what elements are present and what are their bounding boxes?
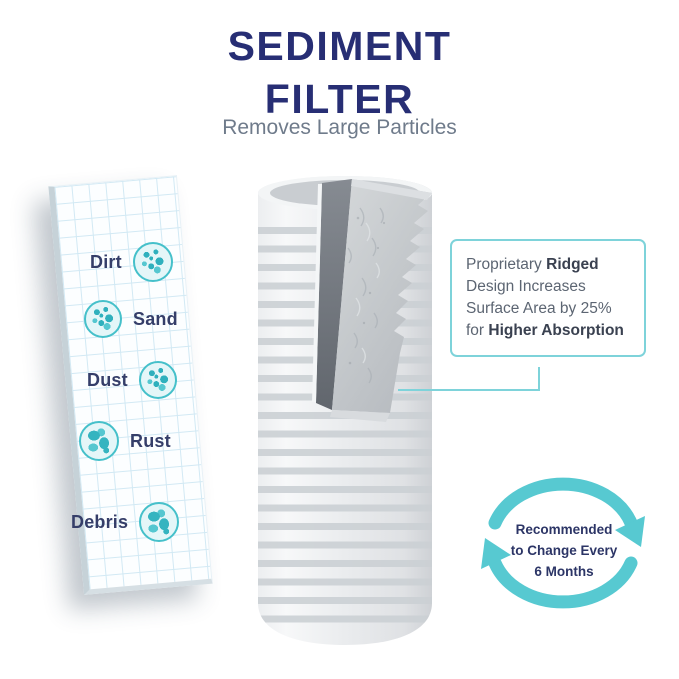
dirt-particles-icon xyxy=(132,242,173,282)
particle-label-rust: Rust xyxy=(130,430,171,451)
callout-connector-vertical xyxy=(538,367,540,391)
cycle-arrow-bottom xyxy=(488,556,638,609)
particle-label-dust: Dust xyxy=(87,369,128,390)
filter-inner-slot xyxy=(316,179,352,410)
particle-row-rust: Rust xyxy=(79,421,171,461)
page-subtitle: Removes Large Particles xyxy=(222,116,457,139)
cycle-arrows-icon xyxy=(481,477,645,609)
sediment-filter-cartridge xyxy=(258,176,432,645)
reminder-badge: Recommended to Change Every 6 Months xyxy=(493,520,635,583)
particle-row-dust: Dust xyxy=(87,361,177,399)
filter-fiber-slab xyxy=(330,179,432,422)
callout-box: Proprietary Ridged Design Increases Surf… xyxy=(450,239,646,357)
callout-bold-absorption: Higher Absorption xyxy=(488,322,624,339)
cycle-arrowhead-left xyxy=(481,538,511,569)
title-line-2: FILTER xyxy=(264,76,415,123)
sand-particles-icon xyxy=(84,300,122,338)
cycle-arrowhead-right xyxy=(615,516,645,547)
dust-particles-icon xyxy=(138,361,177,399)
cycle-arrow-top xyxy=(488,477,638,530)
particle-label-dirt: Dirt xyxy=(90,251,122,272)
callout-connector-horizontal xyxy=(398,389,540,391)
callout-text-1: Proprietary xyxy=(466,256,547,273)
particle-row-debris: Debris xyxy=(71,502,180,542)
particle-row-sand: Sand xyxy=(84,300,178,338)
reminder-line-3: 6 Months xyxy=(534,563,594,579)
rust-particles-icon xyxy=(79,421,119,461)
particle-row-dirt: Dirt xyxy=(90,242,173,282)
title-line-1: SEDIMENT xyxy=(227,23,452,69)
callout-bold-ridged: Ridged xyxy=(546,256,599,273)
filter-wall-cut-edge xyxy=(312,183,322,403)
particle-label-debris: Debris xyxy=(71,511,129,532)
callout-text-2: Design Increases Surface Area by 25% for xyxy=(466,278,612,339)
page-title: SEDIMENT FILTER xyxy=(0,20,679,127)
debris-particles-icon xyxy=(139,502,180,542)
reminder-line-1: Recommended xyxy=(515,522,613,537)
reminder-line-2: to Change Every xyxy=(510,542,618,558)
particle-label-sand: Sand xyxy=(133,308,178,329)
